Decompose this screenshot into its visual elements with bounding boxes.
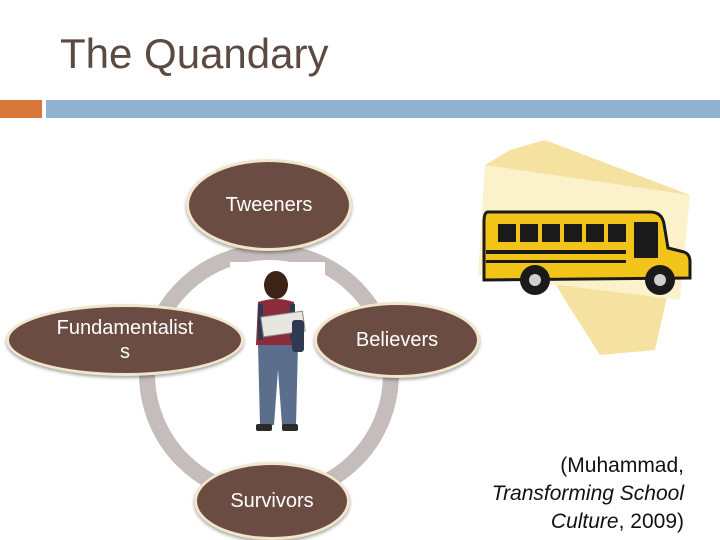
title-accent-bar [0, 100, 42, 118]
school-bus-clipart [478, 140, 692, 355]
node-survivors-label: Survivors [230, 490, 314, 512]
citation-title: Transforming School [491, 482, 684, 505]
node-believers: Believers [314, 302, 480, 378]
node-fundamentalists: Fundamentalist s [6, 304, 244, 376]
node-survivors: Survivors [194, 462, 350, 540]
student-photo [230, 262, 325, 432]
title-divider-bar [46, 100, 720, 118]
node-tweeners-label: Tweeners [225, 194, 313, 216]
citation-author: (Muhammad, [560, 454, 684, 477]
node-believers-label: Believers [355, 329, 439, 351]
node-fundamentalists-label-line1: Fundamentalist [56, 317, 194, 339]
citation-title-end: Culture [550, 510, 619, 533]
citation: (Muhammad, Transforming School Culture, … [424, 452, 684, 536]
citation-year: , 2009) [618, 510, 684, 533]
node-tweeners: Tweeners [186, 159, 352, 251]
node-fundamentalists-label-line2: s [120, 341, 130, 363]
slide-title: The Quandary [60, 30, 329, 77]
